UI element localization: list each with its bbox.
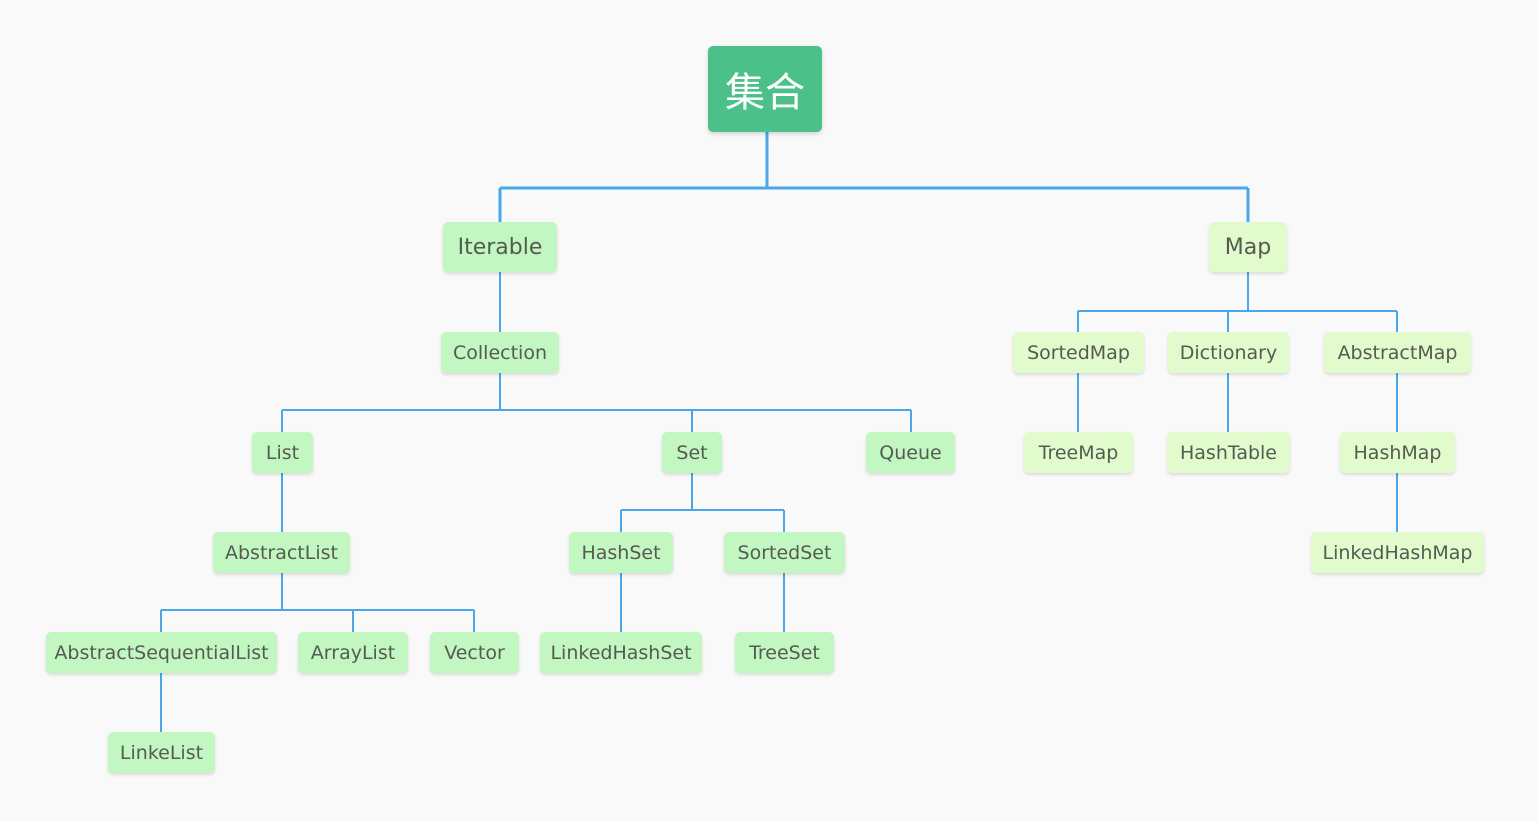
node-tree-set[interactable]: TreeSet bbox=[735, 632, 834, 673]
node-hash-table[interactable]: HashTable bbox=[1167, 432, 1290, 473]
node-array-list[interactable]: ArrayList bbox=[298, 632, 408, 673]
node-hash-map[interactable]: HashMap bbox=[1340, 432, 1455, 473]
node-sorted-set[interactable]: SortedSet bbox=[724, 532, 845, 573]
node-linked-hash-set[interactable]: LinkedHashSet bbox=[540, 632, 702, 673]
node-iterable[interactable]: Iterable bbox=[443, 222, 557, 272]
edge-root-level2 bbox=[498, 132, 1250, 222]
node-list[interactable]: List bbox=[252, 432, 313, 473]
node-set[interactable]: Set bbox=[662, 432, 722, 473]
node-dictionary[interactable]: Dictionary bbox=[1168, 332, 1289, 373]
node-queue[interactable]: Queue bbox=[866, 432, 955, 473]
node-root[interactable]: 集合 bbox=[708, 46, 822, 132]
node-map[interactable]: Map bbox=[1209, 222, 1287, 272]
node-tree-map[interactable]: TreeMap bbox=[1024, 432, 1133, 473]
node-sorted-map[interactable]: SortedMap bbox=[1013, 332, 1144, 373]
edge-map-children bbox=[1077, 272, 1398, 332]
node-linked-hash-map[interactable]: LinkedHashMap bbox=[1311, 532, 1484, 573]
edge-abstractlist-children bbox=[160, 573, 475, 632]
node-hash-set[interactable]: HashSet bbox=[569, 532, 673, 573]
edge-set-children bbox=[620, 473, 785, 532]
node-abstract-sequential-list[interactable]: AbstractSequentialList bbox=[46, 632, 277, 673]
node-abstract-map[interactable]: AbstractMap bbox=[1324, 332, 1471, 373]
node-collection[interactable]: Collection bbox=[441, 332, 559, 373]
edge-collection-children bbox=[281, 373, 912, 432]
node-abstract-list[interactable]: AbstractList bbox=[213, 532, 350, 573]
node-linke-list[interactable]: LinkeList bbox=[108, 732, 215, 773]
node-vector[interactable]: Vector bbox=[430, 632, 519, 673]
